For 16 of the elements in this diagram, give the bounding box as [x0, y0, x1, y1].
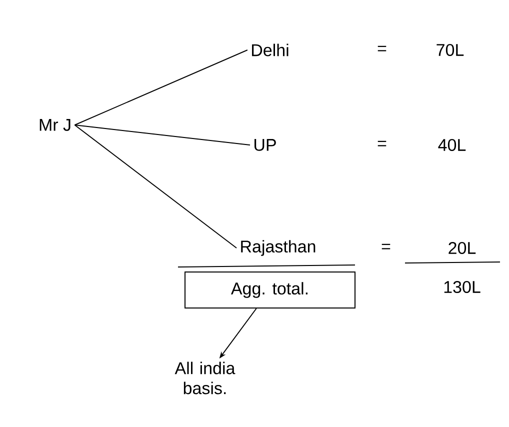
handwritten-label: Mr J: [40, 119, 70, 131]
value-label: =: [378, 140, 386, 146]
connector-line: [74, 124, 250, 146]
handwritten-label: UP: [254, 139, 276, 151]
agg-total-box: Agg. total.: [184, 272, 356, 308]
value-label: 20L: [448, 242, 476, 254]
handwritten-label: Delhi: [252, 44, 288, 56]
handwritten-label: Rajasthan: [241, 240, 316, 256]
value-label: 70L: [436, 44, 464, 56]
value-label: =: [378, 46, 386, 52]
connector-line: [74, 124, 238, 248]
value-label: 40L: [438, 138, 466, 152]
value-label: 130L: [444, 280, 480, 294]
connector-line: [74, 50, 248, 126]
value-label: =: [382, 244, 390, 250]
handwritten-label: All india basis.: [174, 362, 236, 394]
